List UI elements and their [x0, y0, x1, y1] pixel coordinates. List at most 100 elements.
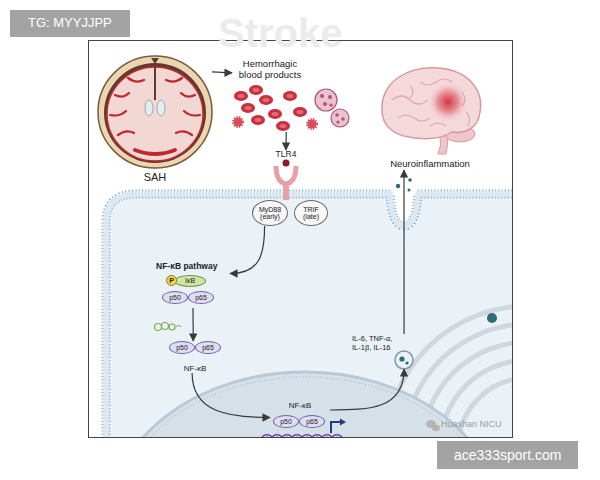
brain-lateral-part [438, 136, 448, 154]
organelle-dot [487, 313, 497, 323]
endoplasmic-reticulum-part [422, 342, 512, 437]
red-blood-cells-part-part [268, 109, 282, 119]
dna-helix-part-part [307, 434, 308, 437]
sah-brain-section-part [145, 100, 153, 116]
flow-arrow [285, 132, 286, 150]
red-blood-cells-part-part [293, 107, 307, 117]
sah-brain-section-part [98, 56, 212, 168]
sah-brain-section-part-part [110, 111, 126, 116]
red-blood-cells-part-part [329, 103, 332, 106]
node-label: NF-κB [166, 364, 224, 373]
red-blood-cells-part-part [263, 98, 270, 102]
protein-oval: p65 [188, 291, 214, 304]
cell-membrane [106, 194, 512, 437]
sah-brain-section-part [157, 100, 165, 116]
dna-helix-part [262, 435, 342, 438]
sah-brain-section-part-part [118, 131, 134, 135]
released-cytokines-part [408, 189, 411, 192]
protein-oval: p65 [195, 341, 221, 354]
red-blood-cells-part-part [245, 106, 252, 110]
node-label: TRIF (late) [295, 206, 327, 221]
red-blood-cells-part-part [336, 120, 339, 123]
cytokine-node: IL-6, TNF-α, IL-1β, IL-16 [352, 334, 414, 369]
dna-helix-part-part [277, 434, 278, 437]
sah-brain-section-part-part [176, 131, 192, 135]
brain-lateral-part-part [410, 86, 413, 98]
sah-brain-section-part-part [135, 150, 175, 154]
complex-group: NF-κB p50 p65 [166, 341, 224, 373]
dna-helix-part-part [297, 434, 298, 437]
flow-arrow [230, 226, 265, 274]
red-blood-cells-part [320, 94, 345, 124]
cell-membrane-part [106, 194, 512, 437]
red-blood-cells-part-part [276, 121, 290, 131]
red-blood-cells-part [331, 109, 349, 127]
dna-helix-part-part [287, 434, 288, 437]
red-blood-cells-part [234, 85, 307, 131]
node-label: P [169, 277, 174, 284]
flow-arrow [212, 72, 232, 73]
transcription-arrow [331, 419, 346, 434]
node-label: IκB [185, 277, 195, 284]
sah-brain-section-part-part [166, 78, 182, 82]
red-blood-cells-part-part [323, 102, 327, 106]
node-label: p50 [176, 344, 188, 351]
degraded-ikb-part [155, 324, 162, 331]
cell-membrane-part [106, 194, 512, 437]
node-label: p65 [306, 418, 318, 425]
node-label: p65 [195, 294, 207, 301]
dna-helix-part-part [337, 434, 338, 437]
sah-brain-section-part [110, 78, 200, 154]
degraded-ikb-part [169, 324, 175, 330]
receptor-node: TLR4 [270, 150, 302, 194]
red-blood-cells-part-part [320, 94, 324, 98]
red-blood-cells-part-part [341, 117, 345, 121]
degraded-ikb-part [162, 323, 169, 330]
node-label: SAH [98, 171, 212, 184]
red-blood-cells-part-part [280, 124, 287, 128]
cell-body [106, 194, 512, 437]
complex-group: NF-κB pathwayP IκB p50 p65 [156, 262, 230, 308]
dna-helix-part-part [267, 434, 268, 437]
degraded-ikb-part [176, 326, 181, 328]
protein-oval: p50 [273, 415, 299, 428]
node-label: Neuroinflammation [378, 159, 482, 170]
protein-oval: p65 [299, 415, 325, 428]
dna-helix-part-part [327, 434, 328, 437]
sah-brain-section-part-part [128, 78, 144, 82]
wechat-icon-part [432, 425, 440, 431]
node-label: TLR4 [270, 150, 302, 160]
transcription-arrow-part [340, 419, 346, 426]
protein-oval: p50 [169, 341, 195, 354]
sah-brain-section-part-part [115, 93, 129, 97]
red-blood-cells-part [238, 88, 304, 128]
dna-helix-part [267, 434, 337, 437]
node-label: IL-6, TNF-α, IL-1β, IL-16 [352, 334, 400, 352]
tlr4-receptor-part [283, 160, 290, 167]
tlr4-receptor [276, 160, 296, 201]
sah-brain-section-part [151, 58, 159, 64]
red-blood-cells-part [234, 118, 243, 127]
flow-arrow [192, 308, 193, 341]
nucleus-part [115, 377, 495, 437]
red-blood-cells-part-part [328, 95, 332, 99]
red-blood-cells-part-part [283, 91, 297, 101]
exocytosis-vesicle-part [395, 351, 413, 369]
brain-lateral-part [392, 79, 470, 126]
brain-lateral-part-part [398, 115, 430, 121]
dna-helix-part-part [317, 434, 318, 437]
tlr4-receptor-part [276, 166, 296, 184]
red-blood-cells-part-part [297, 110, 304, 114]
red-blood-cells-part-part [259, 95, 273, 105]
flow-arrow [403, 170, 404, 334]
red-blood-cells-part [315, 89, 337, 111]
watermark-badge: TG: MYYJJPP [10, 10, 130, 37]
sah-brain-section-part [104, 63, 206, 163]
exocytosis-vesicle [395, 351, 413, 369]
node-label: NF-κB pathway [156, 262, 217, 272]
red-blood-cells-part-part [234, 91, 248, 101]
phosphate-circle: P [166, 275, 177, 286]
sah-brain-section [98, 56, 212, 168]
protein-oval: p50 [162, 291, 188, 304]
